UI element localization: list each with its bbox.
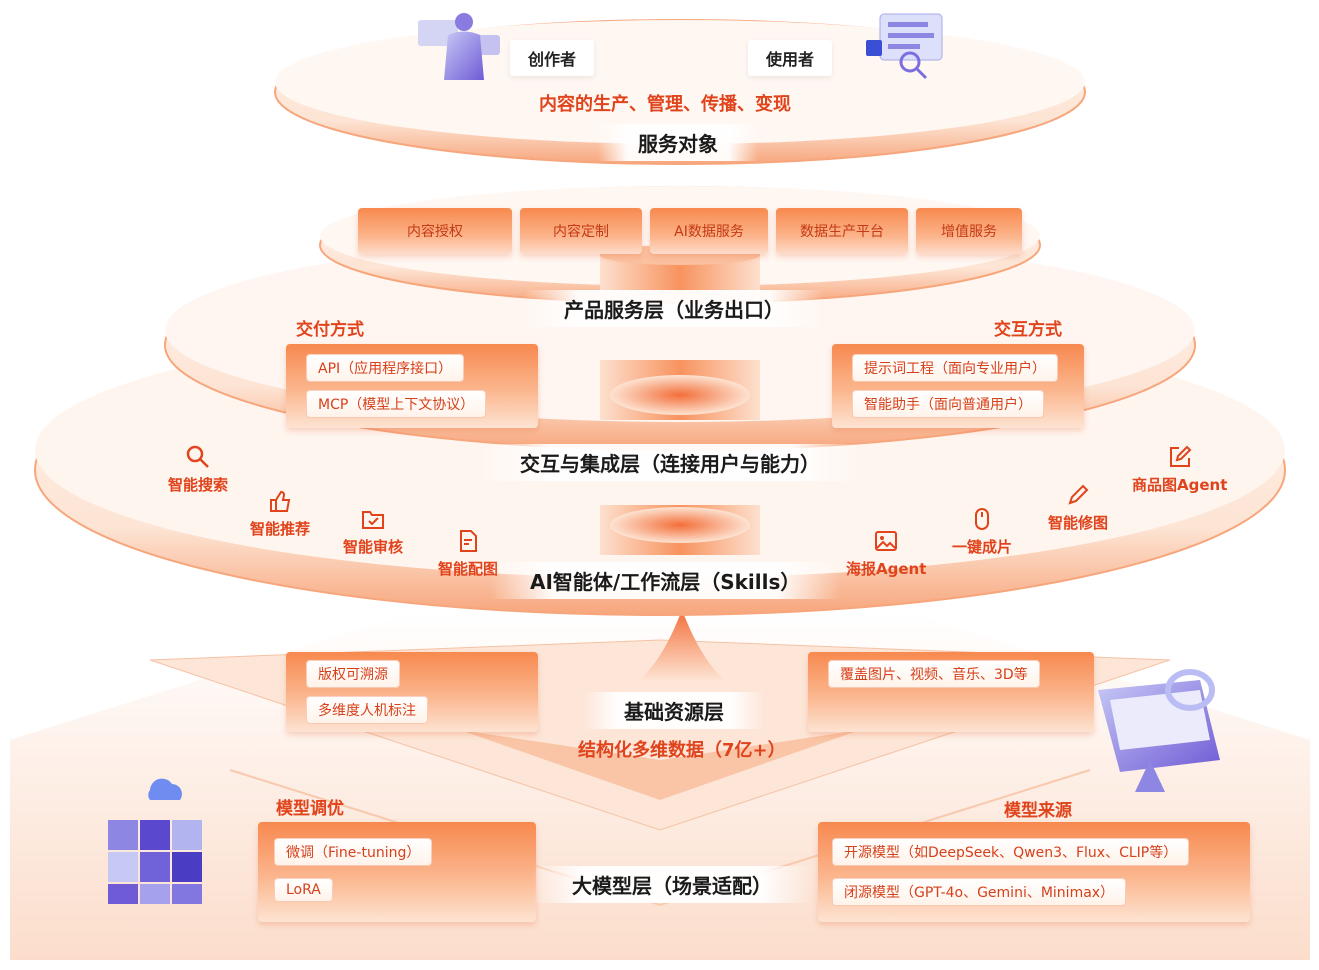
image-icon bbox=[875, 531, 898, 551]
skill-product-image-agent: 商品图Agent bbox=[1132, 444, 1227, 495]
folder-illustration bbox=[1098, 669, 1220, 792]
folder-check-icon bbox=[362, 511, 384, 529]
skill-one-click-video: 一键成片 bbox=[952, 506, 1012, 557]
skill-review: 智能审核 bbox=[343, 506, 403, 557]
source-title: 模型来源 bbox=[1004, 801, 1072, 821]
product-layer-title: 产品服务层（业务出口） bbox=[524, 290, 824, 327]
skill-search: 智能搜索 bbox=[168, 444, 228, 495]
source-item: 开源模型（如DeepSeek、Qwen3、Flux、CLIP等） bbox=[832, 838, 1190, 866]
resource-item: 多维度人机标注 bbox=[306, 696, 428, 724]
cube-illustration bbox=[108, 778, 202, 904]
resource-item: 版权可溯源 bbox=[306, 660, 400, 688]
user-illustration bbox=[866, 13, 943, 80]
tuning-title: 模型调优 bbox=[276, 799, 344, 819]
model-layer-title: 大模型层（场景适配） bbox=[532, 866, 812, 903]
interaction-title: 交互方式 bbox=[994, 320, 1062, 340]
delivery-card: API（应用程序接口） MCP（模型上下文协议） bbox=[286, 344, 538, 428]
delivery-item: API（应用程序接口） bbox=[306, 354, 465, 382]
edit-square-icon bbox=[1169, 445, 1192, 467]
interaction-card: 提示词工程（面向专业用户） 智能助手（面向普通用户） bbox=[832, 344, 1084, 428]
resource-right-card: 覆盖图片、视频、音乐、3D等 bbox=[808, 652, 1094, 732]
thumbs-up-icon bbox=[270, 490, 291, 512]
tuning-item: LoRA bbox=[274, 878, 333, 902]
resource-item: 覆盖图片、视频、音乐、3D等 bbox=[828, 660, 1040, 688]
product-item: 内容定制 bbox=[520, 208, 642, 254]
agent-layer-title: AI智能体/工作流层（Skills） bbox=[490, 562, 841, 599]
service-description: 内容的生产、管理、传播、变现 bbox=[539, 94, 791, 115]
delivery-item: MCP（模型上下文协议） bbox=[306, 390, 487, 418]
source-item: 闭源模型（GPT-4o、Gemini、Minimax） bbox=[832, 878, 1127, 906]
product-item: 内容授权 bbox=[358, 208, 512, 254]
skill-poster-agent: 海报Agent bbox=[846, 528, 926, 579]
delivery-title: 交付方式 bbox=[296, 320, 364, 340]
skill-retouch: 智能修图 bbox=[1048, 482, 1108, 533]
product-item: 数据生产平台 bbox=[776, 208, 908, 254]
service-layer-title: 服务对象 bbox=[598, 124, 758, 161]
interaction-item: 智能助手（面向普通用户） bbox=[852, 390, 1044, 418]
product-item: AI数据服务 bbox=[650, 208, 768, 254]
mouse-icon bbox=[975, 508, 989, 530]
resource-left-card: 版权可溯源 多维度人机标注 bbox=[286, 652, 538, 732]
resource-subtitle: 结构化多维数据（7亿+） bbox=[578, 740, 786, 761]
product-item: 增值服务 bbox=[916, 208, 1022, 254]
user-tag: 使用者 bbox=[748, 40, 833, 76]
source-card: 开源模型（如DeepSeek、Qwen3、Flux、CLIP等） 闭源模型（GP… bbox=[818, 822, 1250, 922]
resource-layer-title: 基础资源层 bbox=[584, 692, 764, 729]
creator-illustration bbox=[418, 13, 500, 80]
skill-image-match: 智能配图 bbox=[438, 528, 498, 579]
interaction-layer-title: 交互与集成层（连接用户与能力） bbox=[480, 444, 860, 481]
document-edit-icon bbox=[460, 530, 477, 552]
search-icon bbox=[186, 445, 209, 468]
pencil-icon bbox=[1068, 484, 1089, 505]
tuning-card: 微调（Fine-tuning） LoRA bbox=[258, 822, 536, 922]
creator-tag: 创作者 bbox=[510, 40, 595, 76]
tuning-item: 微调（Fine-tuning） bbox=[274, 838, 433, 866]
interaction-item: 提示词工程（面向专业用户） bbox=[852, 354, 1058, 382]
skill-recommend: 智能推荐 bbox=[250, 488, 310, 539]
